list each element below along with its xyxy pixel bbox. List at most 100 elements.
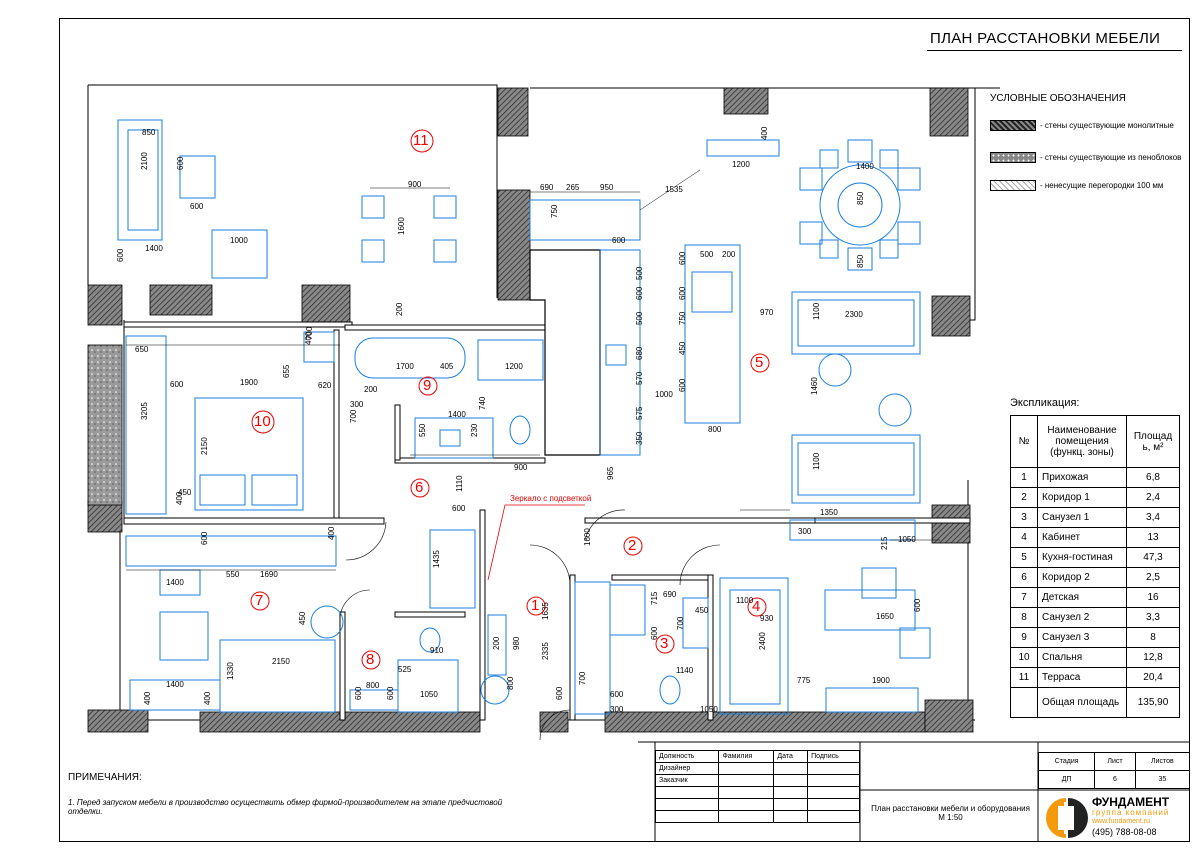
- dimension-label: 1900: [240, 378, 258, 387]
- col-area-b: ь, м²: [1142, 441, 1164, 453]
- room-number-1: 1: [531, 597, 540, 614]
- dimension-label: 1140: [676, 666, 694, 675]
- bathtub: [354, 337, 466, 379]
- legend-item-2: - стены существующие из пеноблоков: [1040, 153, 1182, 162]
- dimension-label: 1535: [665, 185, 683, 194]
- logo-phone: (495) 788-08-08: [1092, 827, 1157, 837]
- dimension-label: 900: [408, 180, 422, 189]
- room-number-8: 8: [366, 651, 375, 668]
- dimension-label: 525: [398, 665, 412, 674]
- study-desk: [824, 589, 916, 631]
- stamp-h-surname: Фамилия: [718, 750, 775, 763]
- dimension-label: 1400: [145, 244, 163, 253]
- wardrobe-hall: [574, 581, 611, 715]
- sofa-2: [791, 434, 921, 504]
- dimension-label: 1650: [876, 612, 894, 621]
- dimension-label: 405: [440, 362, 454, 371]
- room-number-9: 9: [423, 377, 432, 394]
- dimension-label: 600: [170, 380, 184, 389]
- dimension-label: 1100: [736, 596, 754, 605]
- dimension-label: 800: [708, 425, 722, 434]
- kitchen-island: [684, 244, 741, 424]
- room-number-7: 7: [255, 592, 264, 609]
- room-number-4: 4: [752, 598, 761, 615]
- wardrobe-bedroom: [125, 335, 167, 515]
- dimension-label: 690: [540, 183, 554, 192]
- page-title: ПЛАН РАССТАНОВКИ МЕБЕЛИ: [930, 30, 1161, 47]
- explication-heading: Экспликация:: [1010, 397, 1080, 409]
- dimension-label: 600: [612, 236, 626, 245]
- title-underline: [927, 50, 1182, 51]
- dimension-label: 300: [610, 705, 624, 714]
- stamp-h-sign: Подпись: [807, 750, 860, 763]
- dining-chairs: [799, 139, 921, 271]
- shower-1: [609, 584, 646, 636]
- dimension-label: 500: [700, 250, 714, 259]
- stamp-role-designer: Дизайнер: [654, 762, 720, 775]
- dimension-label: 2150: [272, 657, 290, 666]
- logo-name: ФУНДАМЕНТ: [1092, 795, 1170, 809]
- legend-swatch-monolith: [990, 120, 1036, 131]
- sheet-value: 6: [1094, 770, 1136, 789]
- side-table: [818, 353, 852, 387]
- legend-item-3: - ненесущие перегородки 100 мм: [1040, 181, 1164, 190]
- dimension-label: 1400: [448, 410, 466, 419]
- dimension-label: 1050: [898, 535, 916, 544]
- stamp-role-client: Заказчик: [654, 774, 720, 787]
- drawing-frame: [59, 18, 1190, 842]
- dimension-label: 600: [190, 202, 204, 211]
- legend-heading: УСЛОВНЫЕ ОБОЗНАЧЕНИЯ: [990, 93, 1126, 104]
- stage-value: ДП: [1037, 770, 1096, 789]
- dimension-label: 970: [760, 308, 774, 317]
- dimension-label: 1690: [260, 570, 278, 579]
- logo-url: www.fundament.ru: [1092, 818, 1150, 825]
- dimension-label: 620: [318, 381, 332, 390]
- dimension-label: 450: [695, 606, 709, 615]
- toilet-8: [419, 627, 441, 653]
- shower-8: [397, 659, 459, 713]
- stamp-sheet: Стадия Лист Листов ДП 6 35: [1037, 752, 1191, 789]
- dimension-label: 1900: [872, 676, 890, 685]
- dimension-label: 775: [797, 676, 811, 685]
- dimension-label: 1050: [420, 690, 438, 699]
- dimension-label: 900: [514, 463, 528, 472]
- stamp-h-position: Должность: [654, 750, 720, 763]
- notes-heading: ПРИМЕЧАНИЯ:: [68, 772, 142, 783]
- dimension-label: 1000: [655, 390, 673, 399]
- dimension-lines: [126, 169, 940, 571]
- toilet-1: [659, 675, 681, 705]
- tv-unit: [789, 519, 916, 541]
- terrace-chairs: [361, 195, 457, 263]
- furniture: [117, 119, 931, 715]
- vanity-1: [682, 597, 709, 649]
- dimension-label: 300: [350, 400, 364, 409]
- dimension-label: 850: [142, 128, 156, 137]
- stamp-signatures: Должность Фамилия Дата Подпись Дизайнер …: [654, 750, 860, 823]
- stage-label: Стадия: [1037, 752, 1096, 771]
- legend-item-1: - стены существующие монолитные: [1040, 121, 1174, 130]
- kitchen-upper-counter: [529, 199, 641, 241]
- dimension-label: 1400: [166, 578, 184, 587]
- sheet-label: Лист: [1094, 752, 1136, 771]
- dimension-label: 600: [452, 504, 466, 513]
- logo-sub: группа компаний: [1092, 808, 1170, 817]
- bed-child: [219, 639, 336, 713]
- room-number-3: 3: [660, 635, 669, 652]
- dimension-label: 2300: [845, 310, 863, 319]
- bed: [194, 397, 304, 511]
- dimension-label: 1350: [820, 508, 838, 517]
- total-label: Общая площадь: [1037, 687, 1127, 718]
- sofa-1: [791, 291, 921, 355]
- terrace-sofa: [117, 119, 163, 241]
